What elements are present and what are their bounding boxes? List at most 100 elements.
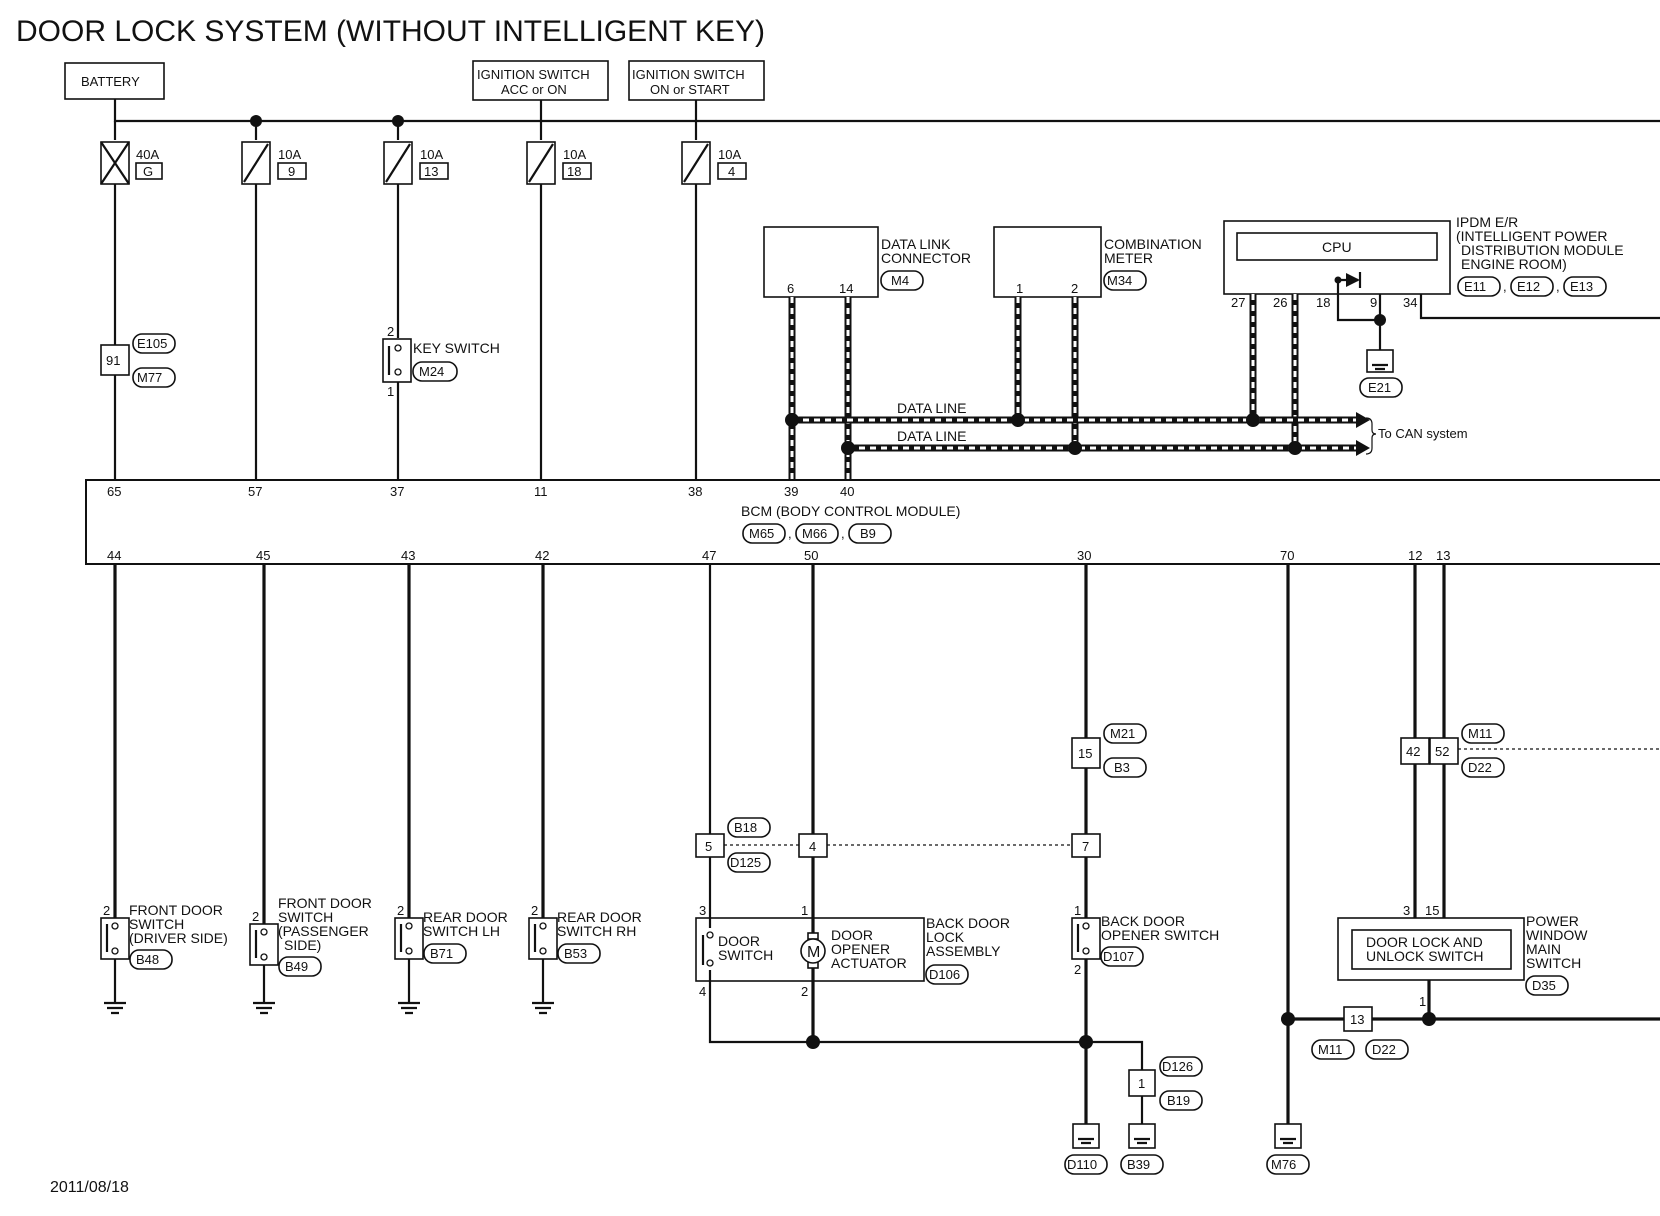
svg-text:D22: D22	[1468, 760, 1492, 775]
svg-text:10A: 10A	[278, 147, 301, 162]
svg-text:26: 26	[1273, 295, 1287, 310]
svg-text:47: 47	[702, 548, 716, 563]
svg-text:DISTRIBUTION MODULE: DISTRIBUTION MODULE	[1461, 242, 1624, 258]
svg-text:10A: 10A	[718, 147, 741, 162]
svg-text:2: 2	[531, 903, 538, 918]
svg-text:DOOR LOCK AND: DOOR LOCK AND	[1366, 934, 1483, 950]
battery-box: BATTERY	[64, 62, 165, 100]
svg-text:13: 13	[1350, 1012, 1364, 1027]
svg-text:(DRIVER SIDE): (DRIVER SIDE)	[129, 930, 228, 946]
svg-text:50: 50	[804, 548, 818, 563]
svg-text:13: 13	[424, 164, 438, 179]
ground-b39: B39	[1120, 1123, 1164, 1175]
svg-text:CONNECTOR: CONNECTOR	[881, 250, 971, 266]
svg-text:7: 7	[1082, 839, 1089, 854]
svg-text:14: 14	[839, 281, 853, 296]
svg-text:M77: M77	[137, 370, 162, 385]
svg-text:1: 1	[1138, 1076, 1145, 1091]
svg-text:30: 30	[1077, 548, 1091, 563]
fuse-10a-4: 10A 4	[681, 141, 747, 185]
svg-text:44: 44	[107, 548, 121, 563]
front-door-switch-passenger: 2 FRONT DOOR SWITCH (PASSENGER SIDE) B49	[249, 895, 372, 1015]
svg-text:3: 3	[699, 903, 706, 918]
svg-text:,: ,	[841, 526, 845, 541]
inline-connector-4: 4	[798, 833, 828, 858]
svg-text:WINDOW: WINDOW	[1526, 927, 1588, 943]
svg-text:40A: 40A	[136, 147, 159, 162]
svg-text:OPENER: OPENER	[831, 941, 890, 957]
svg-text:12: 12	[1408, 548, 1422, 563]
svg-text:1: 1	[1419, 994, 1426, 1009]
svg-text:42: 42	[1406, 744, 1420, 759]
inline-connector-5: 5 B18 D125	[695, 817, 771, 873]
svg-text:DATA LINK: DATA LINK	[881, 236, 951, 252]
svg-text:SWITCH RH: SWITCH RH	[557, 923, 636, 939]
ground-e21: E21	[1359, 349, 1403, 398]
svg-text:38: 38	[688, 484, 702, 499]
svg-text:M: M	[807, 944, 820, 961]
svg-text:1: 1	[387, 384, 394, 399]
svg-text:D110: D110	[1067, 1157, 1097, 1172]
svg-text:52: 52	[1435, 744, 1449, 759]
svg-text:COMBINATION: COMBINATION	[1104, 236, 1202, 252]
ignition-on-label-2: ON or START	[650, 82, 730, 97]
svg-text:SWITCH LH: SWITCH LH	[423, 923, 500, 939]
svg-text:DOOR: DOOR	[718, 933, 760, 949]
svg-text:M4: M4	[891, 273, 909, 288]
fuse-10a-13: 10A 13	[383, 141, 449, 185]
svg-text:SWITCH: SWITCH	[129, 916, 184, 932]
svg-text:4: 4	[728, 164, 735, 179]
svg-text:2: 2	[1074, 962, 1081, 977]
cpu-label: CPU	[1322, 239, 1352, 255]
date-label: 2011/08/18	[50, 1179, 129, 1196]
fuse-40a-g: 40A G	[100, 141, 163, 185]
svg-text:BACK DOOR: BACK DOOR	[1101, 913, 1185, 929]
svg-text:34: 34	[1403, 295, 1417, 310]
svg-text:ACTUATOR: ACTUATOR	[831, 955, 907, 971]
ground-d110: D110	[1064, 1123, 1108, 1175]
svg-text:2: 2	[252, 909, 259, 924]
svg-text:45: 45	[256, 548, 270, 563]
svg-text:B49: B49	[285, 959, 308, 974]
svg-text:2: 2	[103, 903, 110, 918]
svg-text:D35: D35	[1532, 978, 1556, 993]
svg-text:6: 6	[787, 281, 794, 296]
key-switch: 2 1 KEY SWITCH M24	[382, 324, 500, 399]
svg-text:SWITCH: SWITCH	[278, 909, 333, 925]
svg-text:B53: B53	[564, 946, 587, 961]
svg-text:15: 15	[1425, 903, 1439, 918]
inline-connector-91: 91 E105 M77	[100, 333, 176, 388]
svg-text:(INTELLIGENT POWER: (INTELLIGENT POWER	[1456, 228, 1607, 244]
svg-text:BACK DOOR: BACK DOOR	[926, 915, 1010, 931]
to-can-system-label: To CAN system	[1378, 426, 1468, 441]
svg-text:B18: B18	[734, 820, 757, 835]
bcm-label: BCM (BODY CONTROL MODULE)	[741, 503, 960, 519]
combination-meter: 1 2 COMBINATION METER M34	[993, 226, 1202, 298]
svg-text:42: 42	[535, 548, 549, 563]
svg-text:UNLOCK SWITCH: UNLOCK SWITCH	[1366, 948, 1483, 964]
svg-text:15: 15	[1078, 746, 1092, 761]
svg-text:FRONT DOOR: FRONT DOOR	[129, 902, 223, 918]
svg-text:D22: D22	[1372, 1042, 1396, 1057]
svg-text:9: 9	[288, 164, 295, 179]
svg-text:E11: E11	[1464, 279, 1486, 294]
svg-text:11: 11	[534, 484, 548, 499]
svg-text:B39: B39	[1127, 1157, 1150, 1172]
svg-text:M11: M11	[1318, 1042, 1342, 1057]
svg-text:18: 18	[1316, 295, 1330, 310]
svg-text:65: 65	[107, 484, 121, 499]
svg-text:37: 37	[390, 484, 404, 499]
ignition-acc-label-2: ACC or ON	[501, 82, 567, 97]
svg-text:M24: M24	[419, 364, 444, 379]
svg-text:39: 39	[784, 484, 798, 499]
svg-text:DOOR: DOOR	[831, 927, 873, 943]
svg-text:ENGINE ROOM): ENGINE ROOM)	[1461, 256, 1567, 272]
svg-text:18: 18	[567, 164, 581, 179]
svg-text:13: 13	[1436, 548, 1450, 563]
back-door-lock-assembly: 3 4 1 2 DOOR SWITCH M DOOR OPENER ACTUAT…	[695, 903, 1010, 999]
data-line-label-2: DATA LINE	[897, 428, 967, 444]
svg-text:G: G	[143, 164, 153, 179]
svg-text:E21: E21	[1368, 380, 1391, 395]
front-door-switch-driver: 2 FRONT DOOR SWITCH (DRIVER SIDE) B48	[100, 902, 228, 1015]
svg-text:B9: B9	[860, 526, 876, 541]
